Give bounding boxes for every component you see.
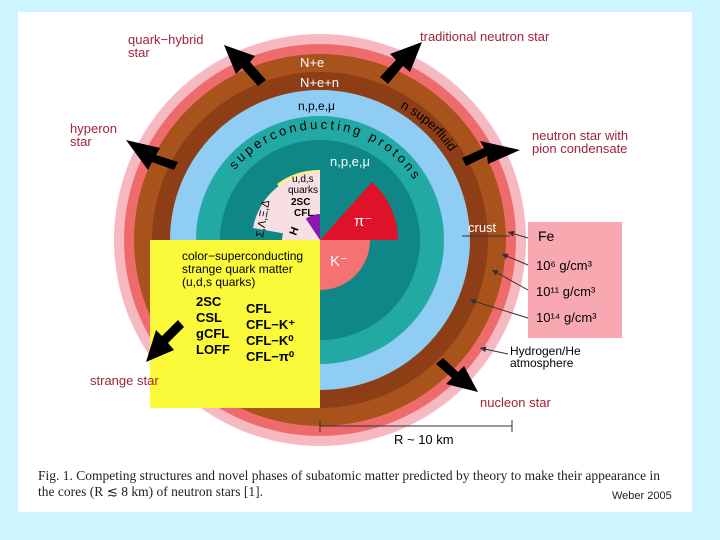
inner-npemu-label: n,p,e,μ: [330, 154, 370, 169]
density-1: 10⁶ g/cm³: [536, 258, 593, 273]
figure-caption: Fig. 1. Competing structures and novel p…: [38, 468, 660, 499]
strange-line1: color−superconducting: [182, 249, 303, 263]
density-box: [528, 222, 622, 338]
strange-right-2: CFL−K⁰: [246, 333, 294, 348]
strange-left-3: LOFF: [196, 342, 230, 357]
arrow-strange-icon: [146, 320, 184, 362]
label-quark-hybrid-2: star: [128, 45, 150, 60]
layer-nen-label: N+e+n: [300, 75, 339, 90]
arrow-quark-hybrid-icon: [224, 45, 266, 86]
label-hydrogen-1: Hydrogen/He: [510, 344, 581, 358]
twosc-label: 2SC: [291, 197, 310, 208]
pion-sector: [320, 182, 398, 240]
k-minus-label: K⁻: [330, 253, 348, 270]
kaon-sector: [320, 240, 370, 290]
layer-npemu-label: n,p,e,μ: [298, 99, 335, 113]
label-quark-hybrid-1: quark−hybrid: [128, 32, 204, 47]
radius-label: R ~ 10 km: [394, 432, 454, 447]
label-nucleon: nucleon star: [480, 395, 551, 410]
density-3: 10¹⁴ g/cm³: [536, 310, 597, 325]
arrow-pion-icon: [462, 141, 520, 166]
density-2: 10¹¹ g/cm³: [536, 284, 596, 299]
label-hyperon-2: star: [70, 134, 92, 149]
strange-right-0: CFL: [246, 301, 271, 316]
strange-line2: strange quark matter: [182, 262, 293, 276]
arrow-hyperon-icon: [126, 140, 178, 170]
quarks-label: quarks: [288, 185, 318, 196]
label-hyperon-1: hyperon: [70, 121, 117, 136]
h-label: H: [288, 225, 302, 237]
uds-label: u,d,s: [292, 174, 314, 185]
credit-label: Weber 2005: [612, 490, 672, 502]
label-pion-1: neutron star with: [532, 128, 628, 143]
density-fe: Fe: [538, 228, 555, 244]
strange-line3: (u,d,s quarks): [182, 275, 255, 289]
pi-minus-label: π⁻: [354, 213, 372, 230]
layer-ne-label: N+e: [300, 55, 324, 70]
arrow-nucleon-icon: [436, 358, 478, 392]
label-pion-2: pion condensate: [532, 141, 627, 156]
label-strange: strange star: [90, 373, 159, 388]
strange-right-3: CFL−π⁰: [246, 349, 295, 364]
label-traditional: traditional neutron star: [420, 29, 550, 44]
strange-right-1: CFL−K⁺: [246, 317, 295, 332]
arrow-traditional-icon: [380, 42, 422, 84]
crust-label: crust: [468, 220, 497, 235]
arrow-icons: [126, 42, 520, 392]
strange-left-1: CSL: [196, 310, 222, 325]
label-hydrogen-2: atmosphere: [510, 356, 574, 370]
cfl-label: CFL: [294, 208, 313, 219]
strange-left-0: 2SC: [196, 294, 222, 309]
strange-left-2: gCFL: [196, 326, 229, 341]
